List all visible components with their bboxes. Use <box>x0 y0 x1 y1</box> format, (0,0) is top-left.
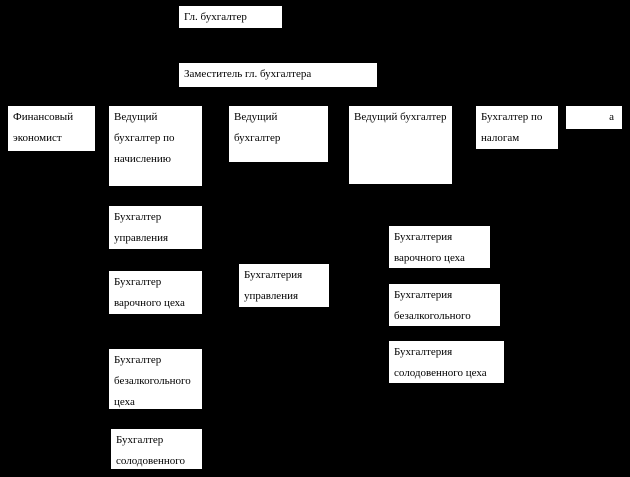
org-node-chief-accountant: Гл. бухгалтер <box>178 5 283 29</box>
org-node-financial-economist: Финансовый экономист <box>7 105 96 152</box>
org-node-lead-accountant-2: Ведущий бухгалтер <box>228 105 329 163</box>
org-node-accounting-soft-drinks: Бухгалтерия безалкогольного <box>388 283 501 327</box>
org-node-accounting-brewing: Бухгалтерия варочного цеха <box>388 225 491 269</box>
org-node-accountant-management: Бухгалтер управления <box>108 205 203 250</box>
org-node-lead-accountant-accrual: Ведущий бухгалтер по начислению <box>108 105 203 187</box>
org-node-accountant-soft-drinks: Бухгалтер безалкогольного цеха <box>108 348 203 410</box>
org-node-lead-accountant-3: Ведущий бухгалтер <box>348 105 453 185</box>
org-node-deputy-chief-accountant: Заместитель гл. бухгалтера <box>178 62 378 88</box>
org-node-accountant-malt: Бухгалтер солодовенного <box>110 428 203 470</box>
org-node-accounting-management: Бухгалтерия управления <box>238 263 330 308</box>
org-node-a-box: а <box>565 105 623 130</box>
org-node-accounting-malt: Бухгалтерия солодовенного цеха <box>388 340 505 384</box>
org-node-accountant-brewing: Бухгалтер варочного цеха <box>108 270 203 315</box>
org-node-tax-accountant: Бухгалтер по налогам <box>475 105 559 150</box>
